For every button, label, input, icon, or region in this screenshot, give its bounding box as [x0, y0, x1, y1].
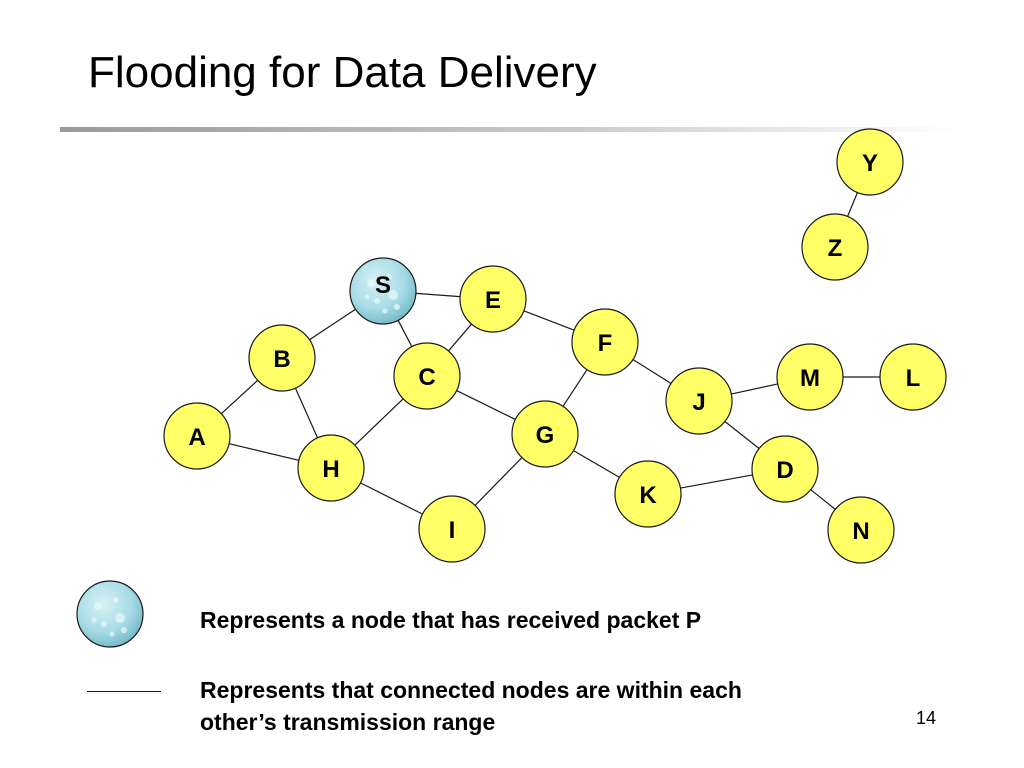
node-f: F: [571, 308, 639, 376]
node-j-label: J: [692, 389, 705, 416]
edge-f-j: [632, 359, 672, 384]
node-m: M: [776, 343, 844, 411]
edge-s-c: [397, 320, 413, 347]
node-y-circle: [836, 128, 904, 196]
node-j-circle: [665, 367, 733, 435]
node-n-label: N: [852, 518, 869, 545]
node-s-texture-dot: [382, 308, 388, 314]
node-g: G: [511, 400, 579, 468]
node-f-label: F: [598, 330, 613, 357]
node-c: C: [393, 342, 461, 410]
node-s-texture-dot: [386, 274, 392, 280]
node-f-circle: [571, 308, 639, 376]
node-l-circle: [879, 343, 947, 411]
edge-d-n: [810, 489, 836, 510]
node-y: Y: [836, 128, 904, 196]
node-n-circle: [827, 496, 895, 564]
edge-h-i: [360, 482, 423, 515]
legend-node-texture-dot: [113, 597, 119, 603]
legend-node-texture-dot: [94, 602, 102, 610]
node-a: A: [163, 402, 231, 470]
node-h: H: [297, 434, 365, 502]
node-h-label: H: [322, 456, 339, 483]
node-b-circle: [248, 324, 316, 392]
node-b-label: B: [273, 346, 290, 373]
node-k-circle: [614, 460, 682, 528]
edge-g-i: [474, 457, 523, 506]
node-g-circle: [511, 400, 579, 468]
legend-node-texture-dot: [109, 631, 115, 637]
slide-title: Flooding for Data Delivery: [88, 48, 597, 97]
node-i-circle: [418, 495, 486, 563]
legend-node: [76, 580, 144, 648]
node-z-circle: [801, 213, 869, 281]
node-h-circle: [297, 434, 365, 502]
edge-f-g: [562, 369, 588, 407]
legend-range-label-line2: other’s transmission range: [200, 709, 496, 735]
node-l-label: L: [906, 365, 921, 392]
node-c-label: C: [418, 364, 435, 391]
node-d-label: D: [776, 457, 793, 484]
node-i-label: I: [449, 517, 456, 544]
node-s-texture-dot: [364, 294, 370, 300]
node-j: J: [665, 367, 733, 435]
node-s-texture-dot: [367, 279, 375, 287]
legend-node-texture-dot: [121, 627, 127, 633]
node-s-texture-dot: [388, 290, 398, 300]
edge-e-f: [523, 310, 575, 331]
node-d: D: [751, 435, 819, 503]
node-m-label: M: [800, 365, 820, 392]
node-b: B: [248, 324, 316, 392]
node-z-label: Z: [828, 235, 843, 262]
page-number: 14: [915, 708, 936, 728]
node-z: Z: [801, 213, 869, 281]
edge-s-b: [309, 308, 356, 341]
edge-c-g: [456, 390, 516, 420]
legend-edge-sample: [87, 691, 161, 692]
legend-node-circle: [76, 580, 144, 648]
legend-node-texture-dot: [91, 617, 97, 623]
node-k-label: K: [639, 482, 657, 509]
node-c-circle: [393, 342, 461, 410]
node-d-circle: [751, 435, 819, 503]
node-m-circle: [776, 343, 844, 411]
node-e: E: [459, 265, 527, 333]
nodes-layer: S E B C F A H G I K J M L D N Y Z: [163, 128, 947, 564]
legend-node-texture-dot: [101, 621, 107, 627]
edge-j-m: [731, 383, 778, 395]
node-i: I: [418, 495, 486, 563]
edge-j-d: [724, 420, 760, 450]
edge-b-a: [220, 379, 259, 415]
legend-received-label: Represents a node that has received pack…: [200, 607, 702, 633]
legend-range-label-line1: Represents that connected nodes are with…: [200, 677, 742, 703]
legend-node-texture-dot: [115, 613, 125, 623]
edge-s-e: [415, 292, 461, 298]
edge-b-h: [294, 387, 319, 439]
node-e-label: E: [485, 287, 501, 314]
edge-e-c: [448, 323, 472, 352]
node-a-label: A: [188, 424, 205, 451]
node-a-circle: [163, 402, 231, 470]
node-s-texture-dot: [394, 304, 400, 310]
node-e-circle: [459, 265, 527, 333]
title-divider: [60, 127, 960, 132]
node-s-texture-dot: [374, 298, 380, 304]
edge-g-k: [573, 450, 620, 478]
node-g-label: G: [536, 422, 555, 449]
edge-a-h: [228, 443, 300, 461]
node-n: N: [827, 496, 895, 564]
node-s: S: [349, 257, 417, 325]
edge-y-z: [847, 192, 858, 217]
node-l: L: [879, 343, 947, 411]
edge-c-h: [354, 398, 404, 446]
node-s-label: S: [375, 272, 391, 299]
node-k: K: [614, 460, 682, 528]
legend-received-node: [76, 580, 144, 648]
node-y-label: Y: [862, 150, 878, 177]
edge-k-d: [680, 474, 753, 489]
edges-layer: [220, 192, 880, 515]
